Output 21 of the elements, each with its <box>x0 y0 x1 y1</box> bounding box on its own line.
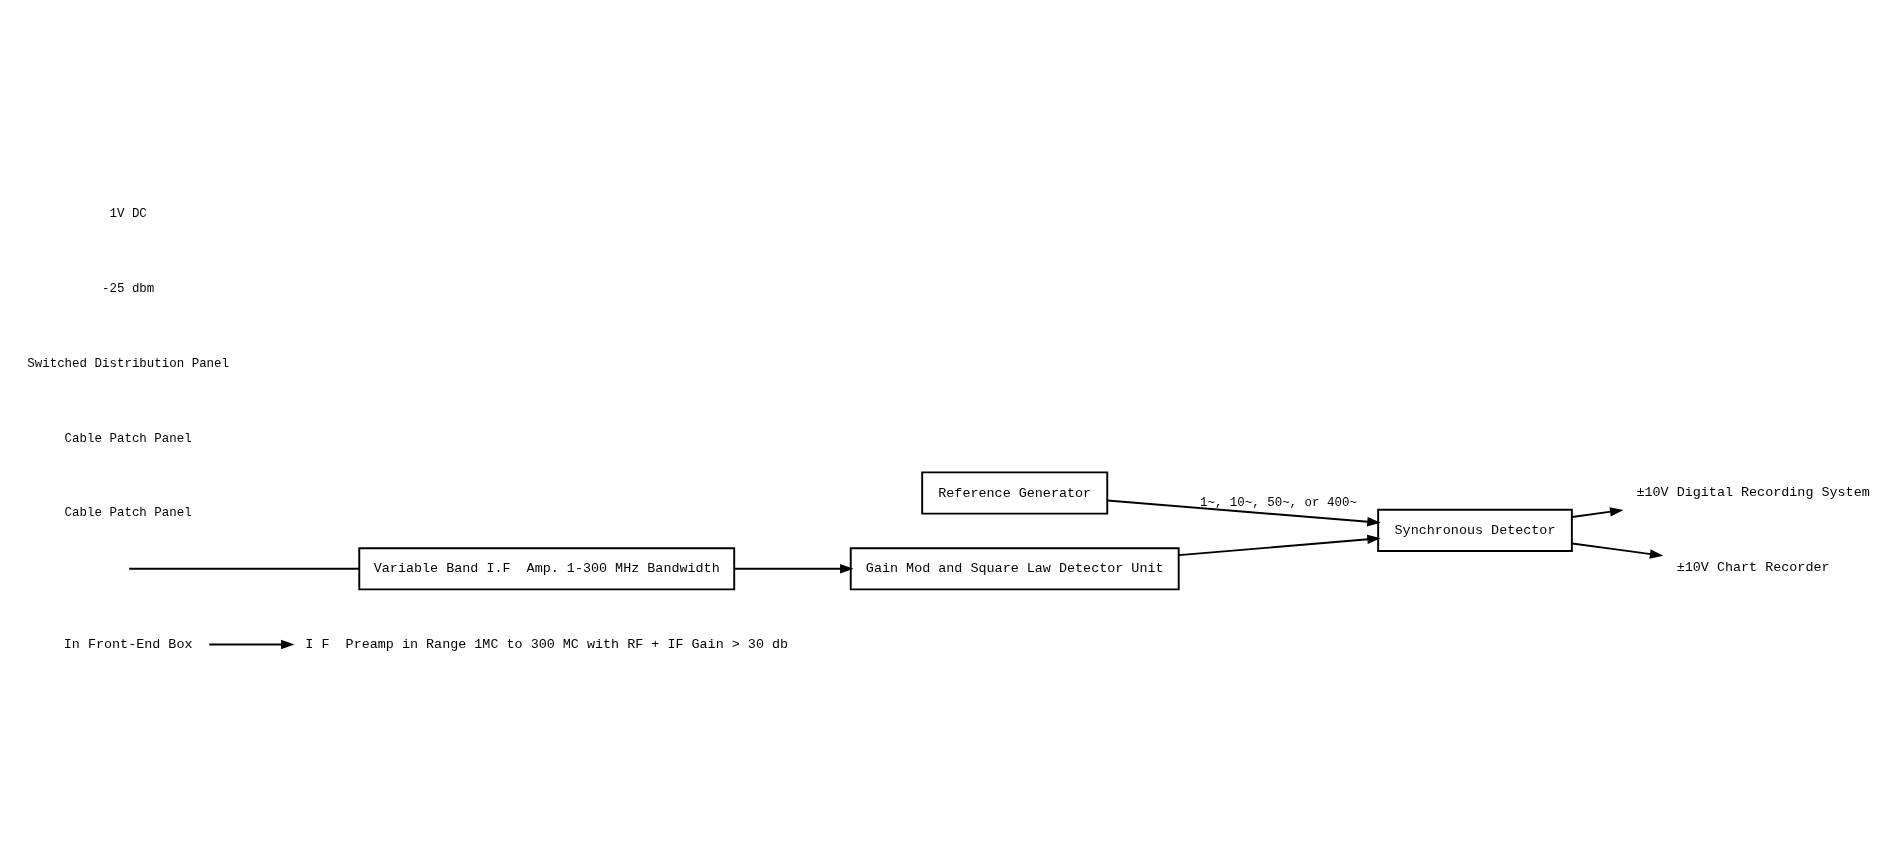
arrow <box>733 563 854 573</box>
node-box: Gain Mod and Square Law Detector Unit <box>849 546 1180 590</box>
label: Switched Distribution Panel <box>27 356 230 371</box>
arrow <box>1177 534 1381 556</box>
label: 1V DC <box>109 206 147 221</box>
label: -25 dbm <box>102 281 155 296</box>
connector <box>128 567 361 570</box>
node-text: ±10V Digital Recording System <box>1636 484 1870 500</box>
arrow <box>1571 542 1664 559</box>
node-text: In Front-End Box <box>63 636 193 652</box>
node-box: Synchronous Detector <box>1377 508 1573 552</box>
arrow <box>208 639 295 649</box>
node-box: Reference Generator <box>921 470 1109 515</box>
label: Cable Patch Panel <box>64 431 192 446</box>
arrow <box>1106 499 1381 526</box>
node-text: ±10V Chart Recorder <box>1676 559 1830 575</box>
arrow <box>1571 506 1624 518</box>
node-text: I F Preamp in Range 1MC to 300 MC with RF + IF Gain > 30 db <box>305 636 789 652</box>
edge-label: 1~, 10~, 50~, or 400~ <box>1199 495 1357 510</box>
label: Cable Patch Panel <box>64 505 192 520</box>
node-box: Variable Band I.F Amp. 1-300 MHz Bandwidth <box>358 546 736 590</box>
